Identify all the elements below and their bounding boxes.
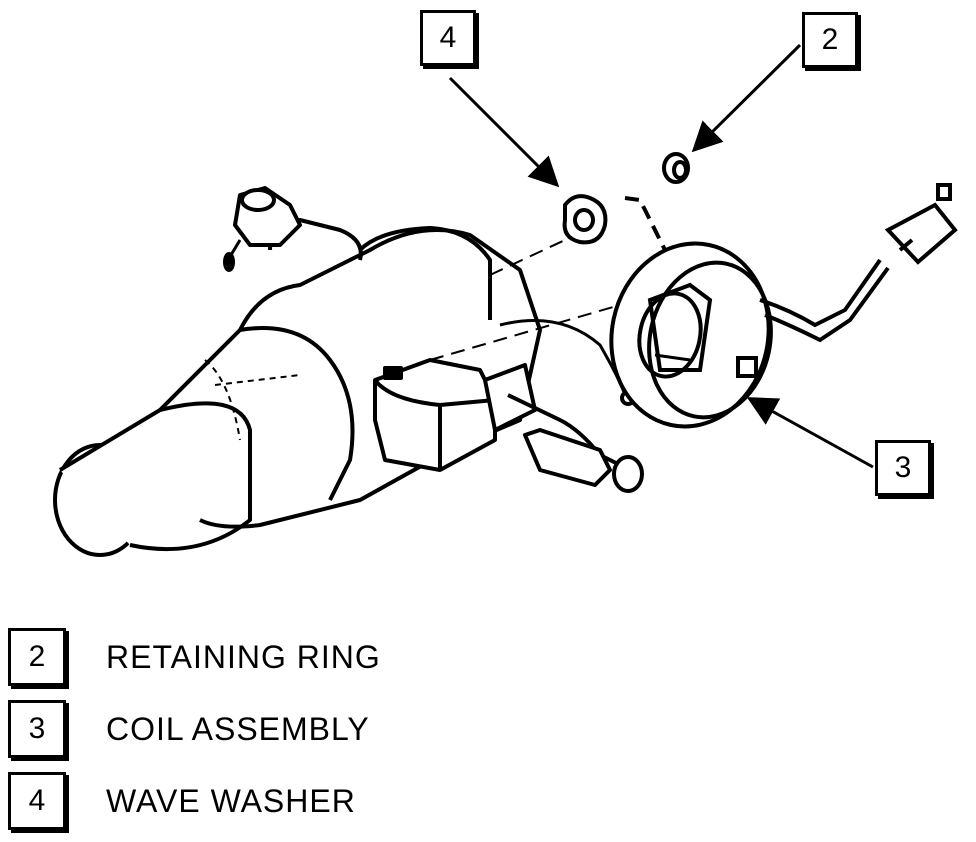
callout-coil-number: 3 xyxy=(894,451,912,484)
wave-washer xyxy=(562,194,608,245)
legend-number: 2 xyxy=(28,640,46,673)
legend-row-retaining-ring: 2 RETAINING RING xyxy=(8,626,381,688)
callout-washer: 4 xyxy=(420,10,476,66)
legend-row-coil-assembly: 3 COIL ASSEMBLY xyxy=(8,698,370,760)
callout-ring-number: 2 xyxy=(821,23,839,56)
arrow-to-ring xyxy=(691,43,802,153)
legend-number-box: 3 xyxy=(8,700,66,758)
legend-row-wave-washer: 4 WAVE WASHER xyxy=(8,770,356,832)
leader-arrows xyxy=(448,43,874,469)
legend-number: 4 xyxy=(28,784,46,817)
arrow-to-washer xyxy=(448,76,560,188)
legend-label: RETAINING RING xyxy=(106,638,381,675)
callout-ring: 2 xyxy=(802,12,858,68)
legend-number: 3 xyxy=(28,712,46,745)
legend-label: WAVE WASHER xyxy=(106,782,356,819)
legend-number-box: 4 xyxy=(8,772,66,830)
legend-number-box: 2 xyxy=(8,628,66,686)
coil-assembly xyxy=(609,183,958,429)
retaining-ring xyxy=(662,152,690,184)
callout-washer-number: 4 xyxy=(439,21,457,54)
arrow-to-coil xyxy=(746,397,874,469)
callout-coil: 3 xyxy=(875,440,931,496)
steering-column xyxy=(53,186,667,557)
legend-label: COIL ASSEMBLY xyxy=(106,710,370,747)
